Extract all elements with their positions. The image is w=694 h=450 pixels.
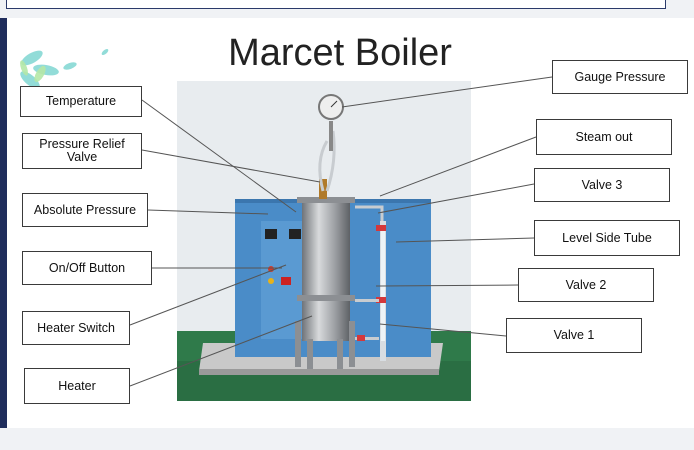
- label-pressure-relief-valve: Pressure Relief Valve: [22, 133, 142, 169]
- bottom-strip: [0, 428, 694, 432]
- label-gauge-pressure: Gauge Pressure: [552, 60, 688, 94]
- previous-slide-edge: [6, 0, 666, 9]
- label-level-side-tube: Level Side Tube: [534, 220, 680, 256]
- slide-accent-bar: [0, 18, 7, 428]
- label-heater-switch: Heater Switch: [22, 311, 130, 345]
- slide-title: Marcet Boiler: [228, 32, 452, 74]
- label-valve-2: Valve 2: [518, 268, 654, 302]
- label-absolute-pressure: Absolute Pressure: [22, 193, 148, 227]
- label-valve-3: Valve 3: [534, 168, 670, 202]
- label-heater: Heater: [24, 368, 130, 404]
- label-steam-out: Steam out: [536, 119, 672, 155]
- label-on-off-button: On/Off Button: [22, 251, 152, 285]
- label-temperature: Temperature: [20, 86, 142, 117]
- label-valve-1: Valve 1: [506, 318, 642, 353]
- leaf-decoration-icon: [20, 49, 109, 89]
- marcet-boiler-photo: [177, 81, 471, 401]
- slide: Marcet Boiler: [0, 18, 694, 428]
